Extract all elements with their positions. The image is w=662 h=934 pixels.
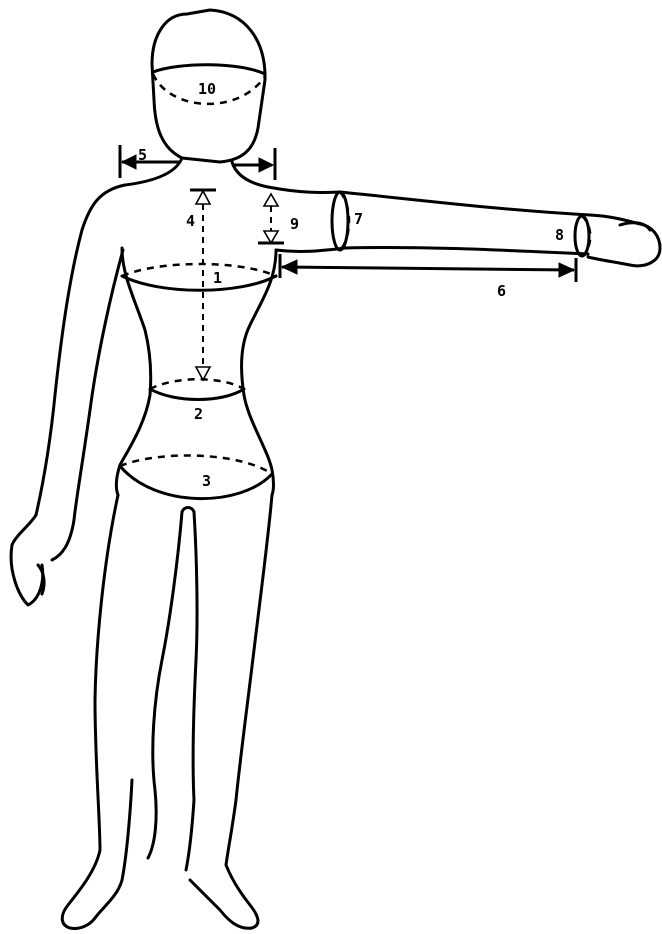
label-waist: 2 <box>194 405 203 423</box>
left-arm-outer <box>11 230 82 605</box>
raised-arm-top <box>268 187 660 266</box>
arm-length-right-arrow <box>559 263 574 277</box>
armhole-top-arrow <box>264 194 278 206</box>
arm-length-line <box>282 267 574 270</box>
armhole-bottom-arrow <box>264 231 278 243</box>
wrist-ring <box>575 216 589 256</box>
arm-length-left-arrow <box>282 260 297 274</box>
left-leg-inner <box>148 512 182 858</box>
left-arm-inner <box>52 250 123 560</box>
label-shoulder: 5 <box>138 146 147 164</box>
bust-front-line <box>122 276 276 290</box>
hip-front-line <box>120 466 272 499</box>
hip-back-line <box>120 456 272 474</box>
front-length-top-arrow <box>196 191 210 204</box>
label-front-length: 4 <box>186 212 195 230</box>
left-leg-outer <box>62 495 132 928</box>
label-arm-length: 6 <box>497 282 506 300</box>
upper-arm-ring <box>332 192 348 250</box>
head-crown-line <box>153 65 265 74</box>
label-wrist: 8 <box>555 226 564 244</box>
front-length-bottom-arrow <box>196 367 210 380</box>
left-shoulder-outline <box>82 158 182 230</box>
label-bust: 1 <box>213 269 222 287</box>
label-head: 10 <box>198 80 216 98</box>
right-leg-inner <box>186 512 197 870</box>
waist-back-line <box>150 379 244 389</box>
hand-thumb <box>620 223 650 230</box>
bust-back-line <box>122 264 276 276</box>
label-armhole-depth: 9 <box>290 215 299 233</box>
shoulder-dim-right-arrow <box>259 158 273 172</box>
crotch-line <box>182 508 194 513</box>
waist-front-line <box>150 389 244 400</box>
raised-arm-bottom <box>276 247 588 254</box>
right-leg-outer <box>190 495 272 928</box>
label-hip: 3 <box>202 472 211 490</box>
label-upper-arm: 7 <box>354 210 363 228</box>
shoulder-dim-left-arrow <box>122 155 136 169</box>
